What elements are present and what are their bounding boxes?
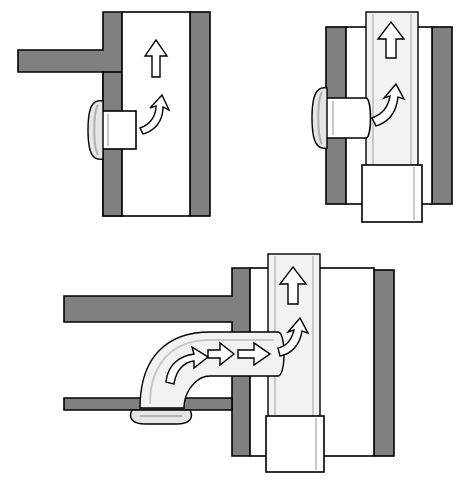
right-wall xyxy=(189,11,211,217)
sleeve xyxy=(361,164,423,223)
up-arrow-icon xyxy=(376,20,406,59)
sleeve xyxy=(265,415,325,473)
panel-side-inlet-fitting xyxy=(17,11,211,217)
right-wall xyxy=(373,269,395,457)
right-wall xyxy=(431,26,453,205)
up-arrow-icon xyxy=(278,265,308,305)
panel-inserted-fitting xyxy=(311,11,453,223)
up-arrow-icon xyxy=(143,38,169,78)
right-arrow-icon xyxy=(237,341,272,367)
fitting-body xyxy=(325,97,372,139)
fitting-flange xyxy=(311,87,328,149)
panel-elbow-connection xyxy=(63,253,395,473)
curved-arrow-icon xyxy=(277,316,310,357)
curved-arrow-icon xyxy=(165,345,210,385)
right-arrow-icon xyxy=(207,341,236,367)
curved-arrow-icon xyxy=(139,93,171,135)
fitting-flange xyxy=(87,99,104,161)
curved-arrow-icon xyxy=(371,82,406,127)
